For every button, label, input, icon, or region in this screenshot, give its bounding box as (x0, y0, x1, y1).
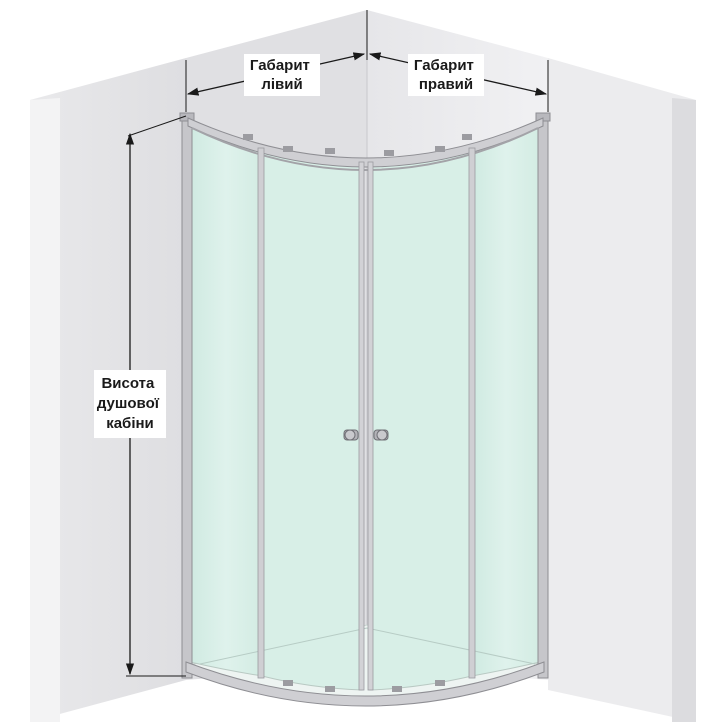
door-edge-right (367, 161, 374, 691)
left-width-label-line1: Габарит (250, 57, 310, 74)
left-width-label-bg (244, 54, 320, 96)
door-rollers (243, 134, 472, 692)
glass-enclosure (189, 121, 541, 691)
frame-mullion-left (257, 147, 265, 679)
height-label-line3: кабіни (106, 415, 154, 432)
right-wall (548, 58, 696, 722)
right-wall-side (672, 98, 696, 722)
right-width-label: Габарит правий (414, 57, 478, 93)
glass-door-left (261, 149, 363, 691)
left-width-label-line2: лівий (261, 76, 302, 93)
extension-line-top (127, 115, 187, 137)
right-width-label-bg (408, 54, 484, 96)
cabin-frame (179, 112, 551, 707)
frame-top-rail (187, 117, 544, 168)
glass-panel-right (471, 121, 541, 677)
frame-top-rail-inner (191, 127, 539, 171)
left-wall-side (30, 98, 60, 722)
glass-door-right (369, 149, 473, 691)
door-handle-right (373, 429, 389, 441)
frame-bottom-rail (185, 661, 545, 707)
height-label-line2: душової (97, 395, 160, 412)
right-width-label-line2: правий (419, 76, 473, 93)
height-label-line1: Висота (101, 375, 155, 392)
frame-mullion-right (468, 147, 476, 679)
door-edge-left (358, 161, 365, 691)
door-handle-left (343, 429, 359, 441)
frame-post-left-cap (179, 112, 195, 122)
left-width-label: Габарит лівий (250, 57, 314, 93)
height-label: Висота душової кабіни (97, 375, 163, 432)
height-label-bg (94, 370, 166, 438)
right-width-label-line1: Габарит (414, 57, 474, 74)
frame-post-left (181, 117, 193, 679)
dimension-annotations: Габарит лівий Габарит правий Висота душо… (94, 10, 549, 677)
tray-edge-reflection (199, 627, 536, 665)
glass-panel-left (189, 121, 263, 677)
frame-post-right (537, 117, 549, 679)
